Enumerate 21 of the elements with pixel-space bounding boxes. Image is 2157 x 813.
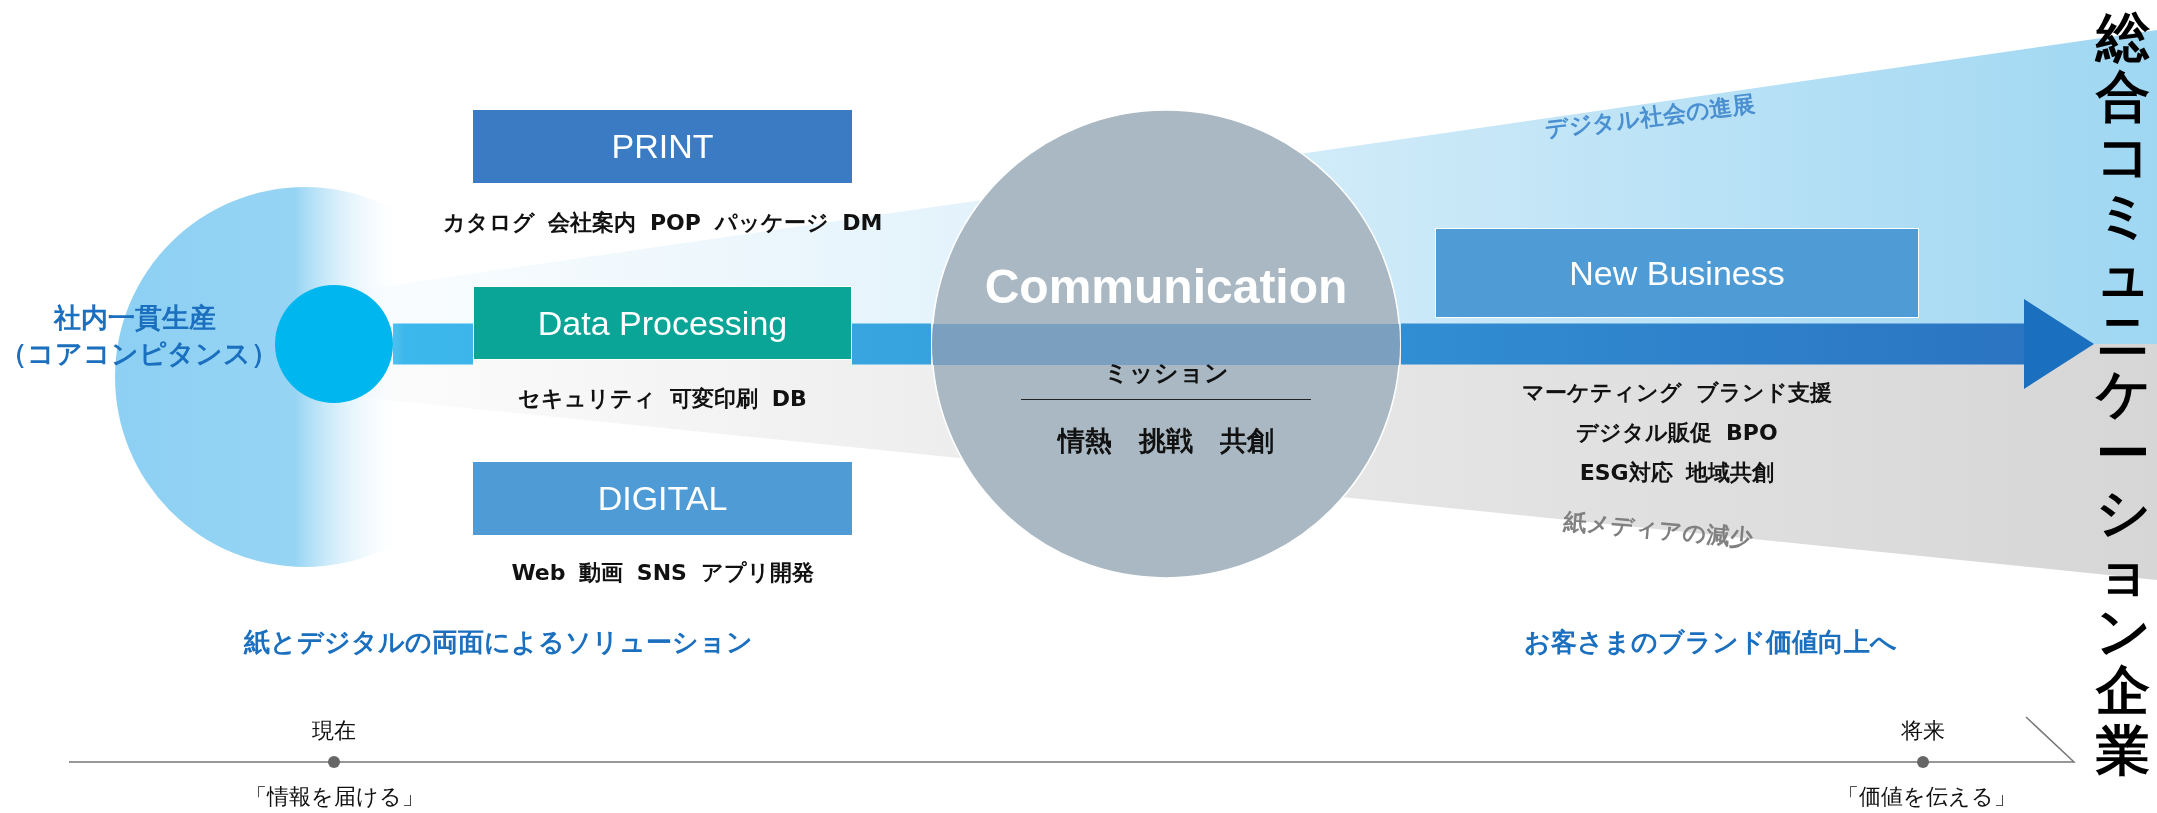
service-list: デジタル販促 BPO <box>1522 413 1832 453</box>
arrow <box>1401 299 2094 389</box>
mission-heading: ミッション <box>1103 358 1229 389</box>
service-list: ESG対応 地域共創 <box>1522 453 1832 493</box>
service-list: マーケティング ブランド支援 <box>1522 373 1832 413</box>
trend-label: デジタル社会の進展 <box>1542 89 1758 145</box>
service-list: カタログ 会社案内 POP パッケージ DM <box>442 203 883 243</box>
timeline-caption: 「価値を伝える」 <box>1836 783 2016 811</box>
timeline-label: 将来 <box>1901 717 1945 745</box>
timeline-caption: 「情報を届ける」 <box>244 783 424 811</box>
service-list: セキュリティ 可変印刷 DB <box>518 379 807 419</box>
circle-heading: Communication <box>984 259 1348 314</box>
core-competence-label: 社内一貫生産 <box>52 301 217 335</box>
solution-caption: 紙とデジタルの両面によるソリューション <box>243 625 753 659</box>
service-list: Web 動画 SNS アプリ開発 <box>511 553 814 593</box>
hub-circle <box>275 285 393 403</box>
mission-values: 情熱 挑戦 共創 <box>1058 424 1274 458</box>
vertical-title: 総合コミュニケーション企業 <box>2096 8 2150 781</box>
goal-caption: お客さまのブランド価値向上へ <box>1523 625 1897 659</box>
timeline-label: 現在 <box>312 717 356 745</box>
trend-label: 紙メディアの減少 <box>1562 507 1754 553</box>
